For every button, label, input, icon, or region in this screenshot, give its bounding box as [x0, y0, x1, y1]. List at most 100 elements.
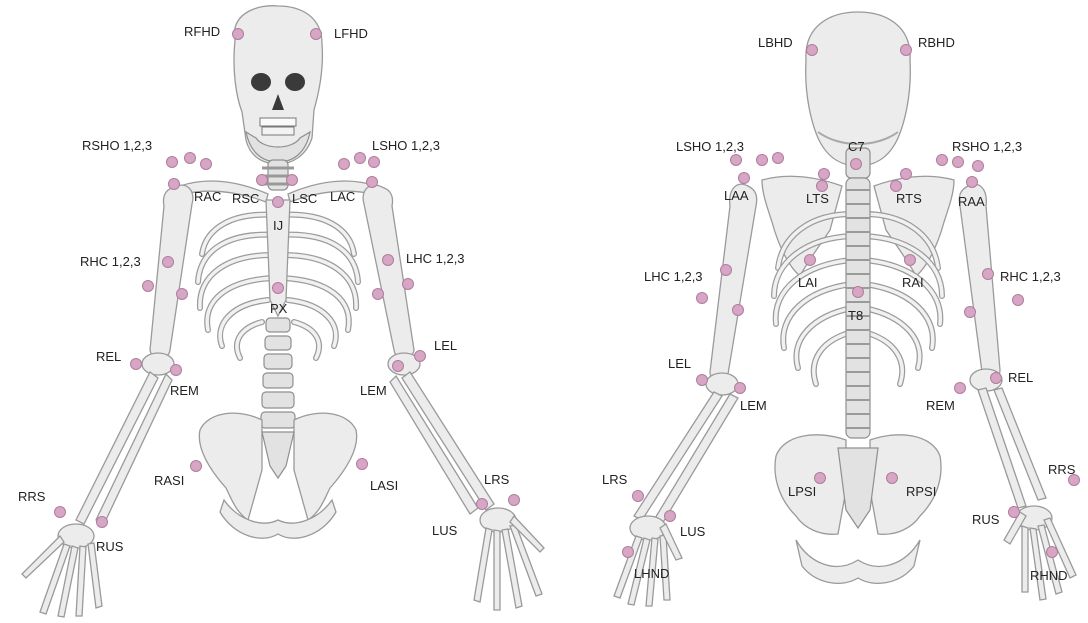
- front-marker-dot: [393, 361, 404, 372]
- front-right-eye-socket: [285, 73, 305, 91]
- back-marker-dot: [697, 293, 708, 304]
- back-label-rhnd: RHND: [1030, 568, 1068, 583]
- front-marker-dot: [171, 365, 182, 376]
- back-marker-dot: [805, 255, 816, 266]
- back-label-rai: RAI: [902, 275, 924, 290]
- front-marker-dot: [357, 459, 368, 470]
- back-marker-dot: [623, 547, 634, 558]
- back-label-lai: LAI: [798, 275, 818, 290]
- back-label-rpsi: RPSI: [906, 484, 936, 499]
- front-left-eye-socket: [251, 73, 271, 91]
- front-marker-dot: [369, 157, 380, 168]
- front-marker-dot: [509, 495, 520, 506]
- back-label-lts: LTS: [806, 191, 829, 206]
- back-marker-dot: [905, 255, 916, 266]
- back-left-humerus: [710, 184, 757, 382]
- front-marker-dot: [273, 197, 284, 208]
- front-marker-dot: [287, 175, 298, 186]
- back-marker-dot: [1009, 507, 1020, 518]
- back-marker-dot: [973, 161, 984, 172]
- back-marker-dot: [851, 159, 862, 170]
- front-label-rac: RAC: [194, 189, 221, 204]
- back-left-forearm-bone-1: [634, 392, 722, 520]
- back-label-lsho: LSHO 1,2,3: [676, 139, 744, 154]
- back-marker-dot: [1013, 295, 1024, 306]
- back-sacrum: [838, 448, 878, 528]
- front-label-lhc: LHC 1,2,3: [406, 251, 465, 266]
- front-marker-dot: [143, 281, 154, 292]
- front-marker-dot: [373, 289, 384, 300]
- front-right-ilium: [199, 413, 262, 520]
- front-label-lus: LUS: [432, 523, 458, 538]
- back-marker-dot: [633, 491, 644, 502]
- back-marker-dot: [983, 269, 994, 280]
- front-marker-dot: [383, 255, 394, 266]
- back-label-lus: LUS: [680, 524, 706, 539]
- back-marker-dot: [757, 155, 768, 166]
- back-label-lpsi: LPSI: [788, 484, 816, 499]
- back-label-rhc: RHC 1,2,3: [1000, 269, 1061, 284]
- back-marker-dot: [819, 169, 830, 180]
- back-marker-dot: [731, 155, 742, 166]
- back-left-forearm-bone-2: [654, 394, 738, 524]
- front-right-ulna: [96, 374, 172, 524]
- front-marker-dot: [477, 499, 488, 510]
- back-marker-dot: [901, 45, 912, 56]
- back-label-laa: LAA: [724, 188, 749, 203]
- back-label-rrs: RRS: [1048, 462, 1076, 477]
- back-marker-dot: [991, 373, 1002, 384]
- back-label-lel: LEL: [668, 356, 691, 371]
- front-marker-dot: [367, 177, 378, 188]
- front-label-rhc: RHC 1,2,3: [80, 254, 141, 269]
- front-marker-dot: [403, 279, 414, 290]
- back-marker-dot: [901, 169, 912, 180]
- front-upper-teeth: [260, 118, 296, 126]
- front-label-lsc: LSC: [292, 191, 317, 206]
- back-label-rel: REL: [1008, 370, 1033, 385]
- front-label-rsho: RSHO 1,2,3: [82, 138, 152, 153]
- front-label-rem: REM: [170, 383, 199, 398]
- front-label-lel: LEL: [434, 338, 457, 353]
- back-label-c7: C7: [848, 139, 865, 154]
- back-right-humerus: [959, 184, 1000, 380]
- front-label-lasi: LASI: [370, 478, 398, 493]
- back-marker-dot: [887, 473, 898, 484]
- front-label-lfhd: LFHD: [334, 26, 368, 41]
- back-label-rts: RTS: [896, 191, 922, 206]
- front-marker-dot: [339, 159, 350, 170]
- back-label-rem: REM: [926, 398, 955, 413]
- front-left-hand: [474, 508, 544, 610]
- front-label-rus: RUS: [96, 539, 124, 554]
- back-marker-dot: [739, 173, 750, 184]
- front-marker-dot: [191, 461, 202, 472]
- front-marker-dot: [97, 517, 108, 528]
- front-left-radius: [402, 372, 494, 510]
- back-marker-dot: [937, 155, 948, 166]
- front-label-ij: IJ: [273, 218, 283, 233]
- back-label-lhc: LHC 1,2,3: [644, 269, 703, 284]
- front-marker-dot: [355, 153, 366, 164]
- front-marker-dot: [177, 289, 188, 300]
- back-left-hand: [614, 516, 682, 606]
- front-label-lem: LEM: [360, 383, 387, 398]
- back-label-lhnd: LHND: [634, 566, 669, 581]
- back-marker-dot: [967, 177, 978, 188]
- front-marker-dot: [163, 257, 174, 268]
- back-view-skeleton: [614, 12, 1076, 606]
- back-marker-dot: [1047, 547, 1058, 558]
- back-label-rbhd: RBHD: [918, 35, 955, 50]
- back-marker-dot: [953, 157, 964, 168]
- front-label-lsho: LSHO 1,2,3: [372, 138, 440, 153]
- front-sacrum: [262, 432, 294, 478]
- back-marker-dot: [721, 265, 732, 276]
- front-marker-dot: [131, 359, 142, 370]
- back-right-hand: [1004, 506, 1076, 600]
- back-label-rus: RUS: [972, 512, 1000, 527]
- front-marker-dot: [415, 351, 426, 362]
- front-lower-teeth: [262, 127, 294, 135]
- front-right-humerus: [150, 185, 193, 359]
- front-marker-dot: [311, 29, 322, 40]
- back-label-t8: T8: [848, 308, 863, 323]
- back-marker-dot: [853, 287, 864, 298]
